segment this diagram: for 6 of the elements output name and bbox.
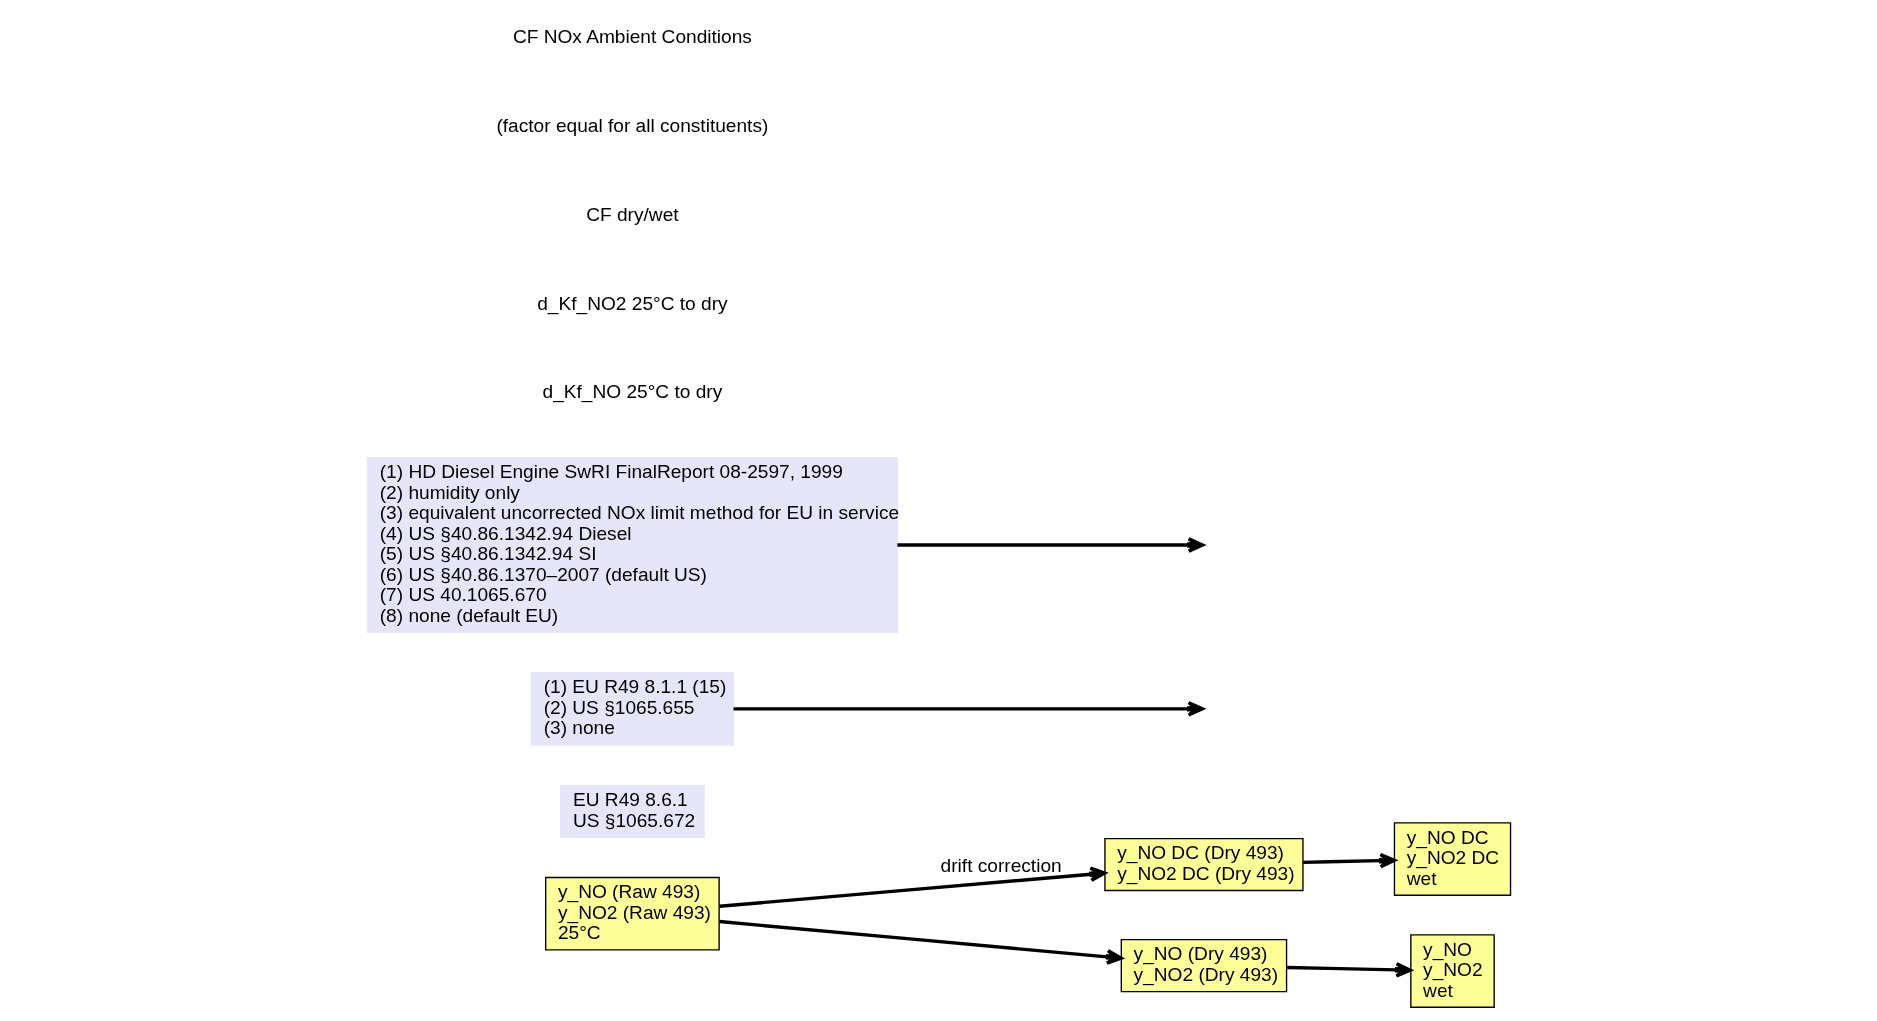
label: (factor equal for all constituents)	[495, 115, 768, 137]
label: d_Kf_NO 25°C to dry	[542, 381, 722, 403]
edge-label: drift correction	[940, 854, 1062, 876]
label: CF NOx Ambient Conditions	[512, 26, 752, 48]
label: CF dry/wet	[585, 203, 679, 225]
label: d_Kf_NO2 25°C to dry	[536, 292, 728, 314]
